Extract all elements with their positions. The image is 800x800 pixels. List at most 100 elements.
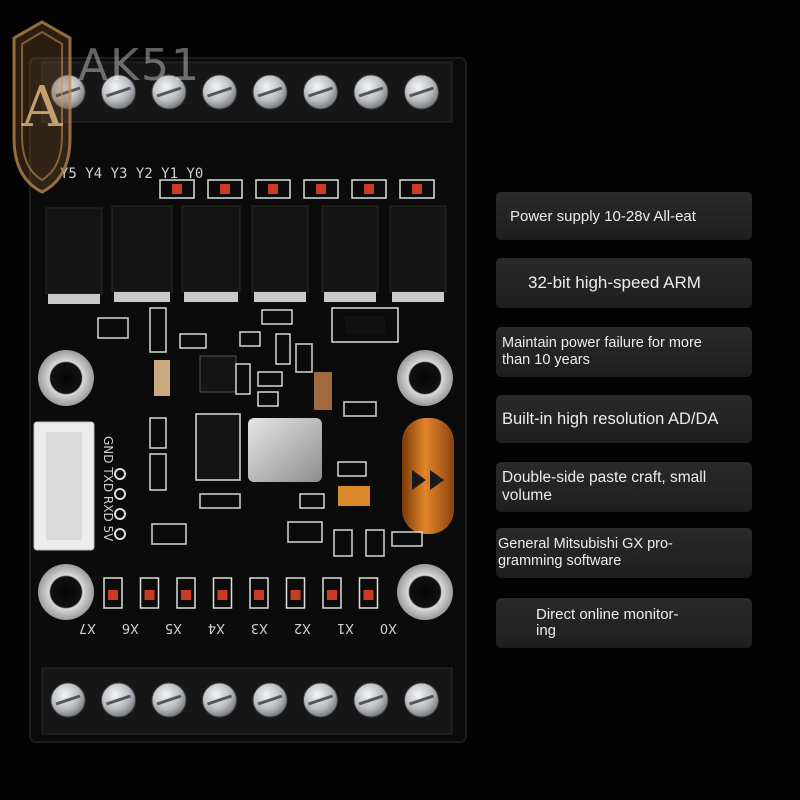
smd-outline bbox=[149, 417, 167, 449]
inductor bbox=[248, 418, 322, 482]
pcb bbox=[29, 57, 467, 743]
smd-components bbox=[97, 307, 423, 557]
terminal-screw bbox=[202, 74, 237, 110]
smd-outline bbox=[337, 461, 367, 477]
terminal-screw bbox=[101, 74, 136, 110]
terminal-screw bbox=[50, 682, 86, 718]
input-label: X2 bbox=[294, 620, 311, 635]
smd-outline bbox=[149, 307, 167, 353]
led bbox=[108, 590, 118, 600]
led bbox=[144, 590, 155, 600]
input-label: X3 bbox=[251, 620, 268, 635]
terminal-screw bbox=[353, 74, 389, 110]
smd-outline bbox=[365, 529, 385, 557]
led-outline bbox=[399, 179, 435, 199]
led bbox=[327, 590, 337, 600]
mosfet bbox=[111, 205, 173, 293]
led-outline bbox=[285, 577, 306, 609]
led-outline bbox=[255, 179, 291, 199]
smd-outline bbox=[97, 317, 129, 339]
input-label: X0 bbox=[380, 620, 397, 635]
terminal-screw bbox=[303, 682, 338, 718]
led-outline bbox=[322, 577, 342, 609]
input-leds bbox=[103, 577, 379, 609]
feature-power-supply: Power supply 10-28v All-eat bbox=[496, 192, 752, 240]
led-outline bbox=[207, 179, 243, 199]
smd-outline bbox=[179, 333, 207, 349]
smd-outline bbox=[261, 309, 293, 325]
output-transistors bbox=[45, 205, 447, 304]
led bbox=[220, 184, 230, 194]
input-label: X4 bbox=[208, 620, 225, 635]
smd-outline bbox=[199, 493, 241, 509]
feature-ad-da: Built-in high resolution AD/DA bbox=[496, 395, 752, 443]
terminal-screw bbox=[50, 74, 86, 110]
mosfet bbox=[321, 205, 379, 293]
bottom-terminal-block bbox=[41, 667, 453, 735]
smd-outline bbox=[151, 523, 187, 545]
led bbox=[412, 184, 422, 194]
feature-mitsubishi-gx: General Mitsubishi GX pro-gramming softw… bbox=[496, 528, 752, 578]
output-leds bbox=[159, 179, 435, 199]
led-outline bbox=[249, 577, 269, 609]
tantalum-capacitor bbox=[338, 486, 370, 506]
mount-hole bbox=[38, 564, 94, 620]
terminal-screw bbox=[202, 682, 237, 718]
smd-outline bbox=[257, 371, 283, 387]
led-outline bbox=[139, 577, 160, 609]
feature-arm-cpu: 32-bit high-speed ARM bbox=[496, 258, 752, 308]
led-outline bbox=[176, 577, 196, 609]
capacitor bbox=[314, 372, 332, 410]
smd-outline bbox=[295, 343, 313, 373]
smd-outline bbox=[275, 333, 291, 365]
terminal-screw bbox=[404, 682, 439, 718]
led bbox=[364, 184, 374, 194]
led bbox=[290, 590, 301, 600]
smd-outline bbox=[343, 401, 377, 417]
smd-outline bbox=[235, 363, 251, 395]
mosfet bbox=[389, 205, 447, 293]
terminal-screw bbox=[303, 74, 338, 110]
led bbox=[363, 590, 374, 600]
terminal-screw bbox=[252, 682, 288, 718]
led bbox=[254, 590, 264, 600]
ic bbox=[199, 355, 237, 393]
mosfet bbox=[251, 205, 309, 293]
serial-pin-labels: GND TXD RXD 5V bbox=[101, 436, 115, 542]
feature-online-monitoring: Direct online monitor-ing bbox=[496, 598, 752, 648]
led bbox=[316, 184, 326, 194]
mount-hole bbox=[397, 564, 453, 620]
chip bbox=[195, 413, 241, 481]
input-labels: X7 X6 X5 X4 X3 X2 X1 X0 bbox=[79, 620, 397, 635]
led bbox=[268, 184, 278, 194]
led bbox=[172, 184, 182, 194]
smd-outline bbox=[391, 531, 423, 547]
led-outline bbox=[212, 577, 233, 609]
mount-hole bbox=[397, 350, 453, 406]
terminal-screw bbox=[101, 682, 136, 718]
led bbox=[217, 590, 228, 600]
brand-watermark: AK51 bbox=[78, 40, 201, 91]
led-outline bbox=[159, 179, 195, 199]
smd-outline bbox=[299, 493, 325, 509]
input-label: X1 bbox=[337, 620, 354, 635]
input-label: X6 bbox=[122, 620, 139, 635]
backup-battery bbox=[402, 418, 454, 534]
capacitor bbox=[154, 360, 170, 396]
terminal-screw bbox=[252, 74, 288, 110]
smd-outline bbox=[239, 331, 261, 347]
smd-outline bbox=[287, 521, 323, 543]
smd-outline bbox=[257, 391, 279, 407]
top-terminal-block bbox=[41, 61, 453, 123]
input-label: X7 bbox=[79, 620, 96, 635]
mosfet bbox=[45, 207, 103, 295]
serial-connector bbox=[33, 421, 126, 551]
led-outline bbox=[358, 577, 379, 609]
input-label: X5 bbox=[165, 620, 182, 635]
terminal-screw bbox=[353, 682, 389, 718]
terminal-screw bbox=[151, 682, 187, 718]
